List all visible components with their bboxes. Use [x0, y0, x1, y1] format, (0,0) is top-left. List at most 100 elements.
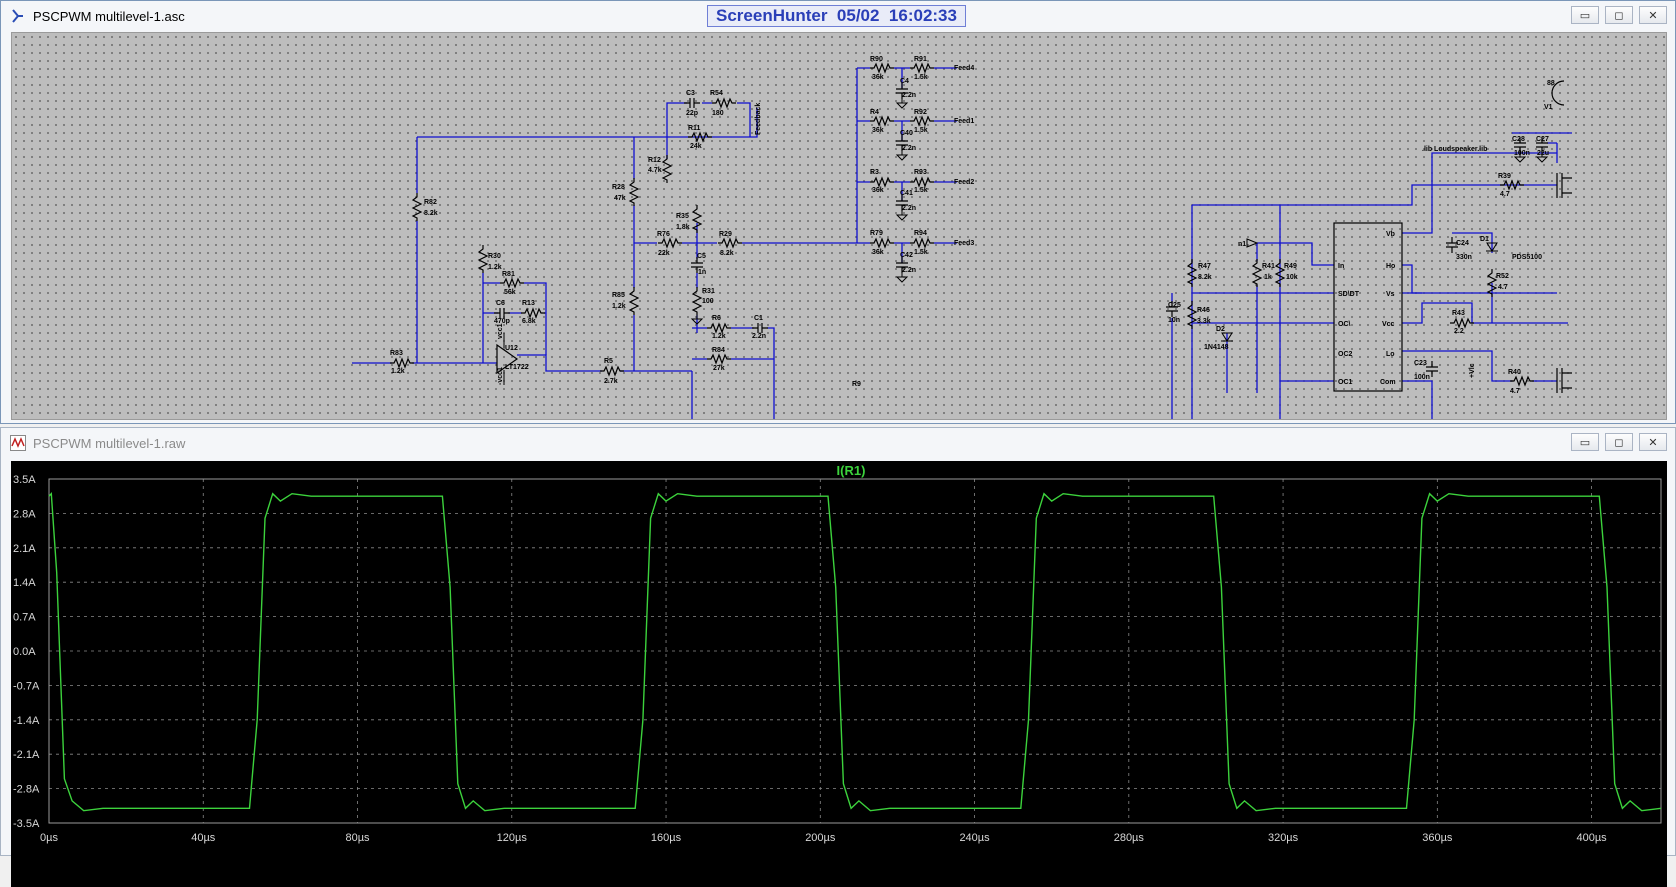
label-r84-value: 27k — [713, 365, 725, 372]
label-c28-value: 100n — [1514, 150, 1530, 157]
label-c40: C40 — [900, 130, 913, 137]
x-tick-label: 360µs — [1422, 832, 1453, 844]
label-pin-oc: OC\ — [1338, 321, 1351, 328]
label-c42: C42 — [900, 252, 913, 259]
x-tick-label: 200µs — [805, 832, 836, 844]
label-r90-value: 36k — [872, 74, 884, 81]
label-pin-sd: SD\DT — [1338, 291, 1360, 298]
y-tick-label: -0.7A — [13, 680, 40, 692]
label-r12: R12 — [648, 157, 661, 164]
label-c25: C25 — [1168, 302, 1181, 309]
schematic-window: PSCPWM multilevel-1.asc ScreenHunter 05/… — [0, 0, 1676, 424]
label-feedback: Feedback — [755, 103, 762, 135]
y-tick-label: -3.5A — [13, 818, 40, 830]
plot-maximize-button[interactable]: ◻ — [1605, 433, 1633, 451]
plot-minimize-button[interactable]: ▭ — [1571, 433, 1599, 451]
label-r9: R9 — [852, 381, 861, 388]
label-r91-value: 1.5k — [914, 74, 928, 81]
label-r3: R3 — [870, 169, 879, 176]
y-tick-label: 2.8A — [13, 508, 36, 520]
label-feed1: Feed1 — [954, 118, 974, 125]
label-r76: R76 — [657, 231, 670, 238]
label-r35-value: 1.8k — [676, 224, 690, 231]
schematic-transistors — [1551, 80, 1572, 393]
plot-close-button[interactable]: ✕ — [1639, 433, 1667, 451]
label-c24: C24 — [1456, 240, 1469, 247]
label-r13-value: 6.8k — [522, 318, 536, 325]
label-u12-part: LT1722 — [505, 364, 529, 371]
label-r91: R91 — [914, 56, 927, 63]
label-vlc: +Vlc — [1469, 363, 1476, 378]
label-r30: R30 — [488, 253, 501, 260]
label-r83-value: 1.2k — [391, 368, 405, 375]
schematic-canvas[interactable]: R90 36k R91 1.5k C4 2.2n Feed4 R4 36k R9… — [11, 32, 1667, 420]
trace-i-r1[interactable] — [48, 492, 1662, 812]
label-r85-value: 1.2k — [612, 303, 626, 310]
label-r3-value: 36k — [872, 187, 884, 194]
x-tick-label: 80µs — [345, 832, 370, 844]
label-r93: R93 — [914, 169, 927, 176]
label-feed2: Feed2 — [954, 179, 974, 186]
label-r29-value: 8.2k — [720, 250, 734, 257]
trace-label-i-r1[interactable]: I(R1) — [837, 463, 866, 478]
x-tick-label: 160µs — [651, 832, 682, 844]
label-r28-value: 47k — [614, 195, 626, 202]
label-pin-in: In — [1338, 263, 1344, 270]
waveform-chart[interactable]: I(R1) 3.5A2.8A2.1A1.4A0.7A0.0A-0.7A-1.4A… — [11, 461, 1667, 887]
schematic-maximize-button[interactable]: ◻ — [1605, 6, 1633, 24]
schematic-title: PSCPWM multilevel-1.asc — [33, 8, 185, 24]
label-r31: R31 — [702, 288, 715, 295]
label-c25-value: 10n — [1168, 317, 1180, 324]
label-r90: R90 — [870, 56, 883, 63]
label-r94-value: 1.5k — [914, 249, 928, 256]
schematic-close-button[interactable]: ✕ — [1639, 6, 1667, 24]
label-r4-value: 36k — [872, 127, 884, 134]
label-c23: C23 — [1414, 360, 1427, 367]
label-d2-part: 1N4148 — [1204, 344, 1229, 351]
label-r85: R85 — [612, 292, 625, 299]
label-r11-value: 24k — [690, 143, 702, 150]
label-c3: C3 — [686, 90, 695, 97]
x-tick-label: 0µs — [40, 832, 58, 844]
label-lib-directive: .lib Loudspeaker.lib — [1422, 146, 1487, 153]
label-r49-value: 10k — [1286, 274, 1298, 281]
label-r29: R29 — [719, 231, 732, 238]
label-r94: R94 — [914, 230, 927, 237]
label-c1-value: 2.2n — [752, 333, 766, 340]
label-c4: C4 — [900, 78, 909, 85]
label-c1: C1 — [754, 315, 763, 322]
label-r39: R39 — [1498, 173, 1511, 180]
label-r82: R82 — [424, 199, 437, 206]
label-c6-value: 470p — [494, 318, 510, 325]
label-r31-value: 100 — [702, 298, 714, 305]
schematic-titlebar[interactable]: PSCPWM multilevel-1.asc — [1, 1, 1675, 31]
label-r54: R54 — [710, 90, 723, 97]
label-r79: R79 — [870, 230, 883, 237]
gate-driver-ic — [1333, 222, 1403, 392]
label-d2: D2 — [1216, 326, 1225, 333]
label-pin-com: Com — [1380, 379, 1396, 386]
plot-titlebar[interactable]: PSCPWM multilevel-1.raw — [1, 428, 1675, 458]
label-r52-value: 4.7 — [1498, 284, 1508, 291]
schematic-diodes — [1221, 238, 1498, 342]
label-pin-lo: Lo — [1386, 351, 1395, 358]
y-tick-label: 2.1A — [13, 543, 36, 555]
label-u12: U12 — [505, 345, 518, 352]
label-r6: R6 — [712, 315, 721, 322]
label-r41: R41 — [1262, 263, 1275, 270]
label-c42-value: 2.2n — [902, 267, 916, 274]
label-c5-value: 1n — [698, 269, 706, 276]
label-r12-value: 4.7k — [648, 167, 662, 174]
label-d1-part: PDS5100 — [1512, 254, 1542, 261]
plot-window: PSCPWM multilevel-1.raw ▭ ◻ ✕ I(R1) 3.5A… — [0, 427, 1676, 887]
schematic-minimize-button[interactable]: ▭ — [1571, 6, 1599, 24]
label-r79-value: 36k — [872, 249, 884, 256]
label-c24-value: 330n — [1456, 254, 1472, 261]
label-pin-vcc: Vcc — [1382, 321, 1395, 328]
label-r93-value: 1.5k — [914, 187, 928, 194]
label-r30-value: 1.2k — [488, 264, 502, 271]
ltspice-schematic-icon — [9, 7, 27, 25]
label-pin-ho: Ho — [1386, 263, 1395, 270]
label-c23-value: 100n — [1414, 374, 1430, 381]
